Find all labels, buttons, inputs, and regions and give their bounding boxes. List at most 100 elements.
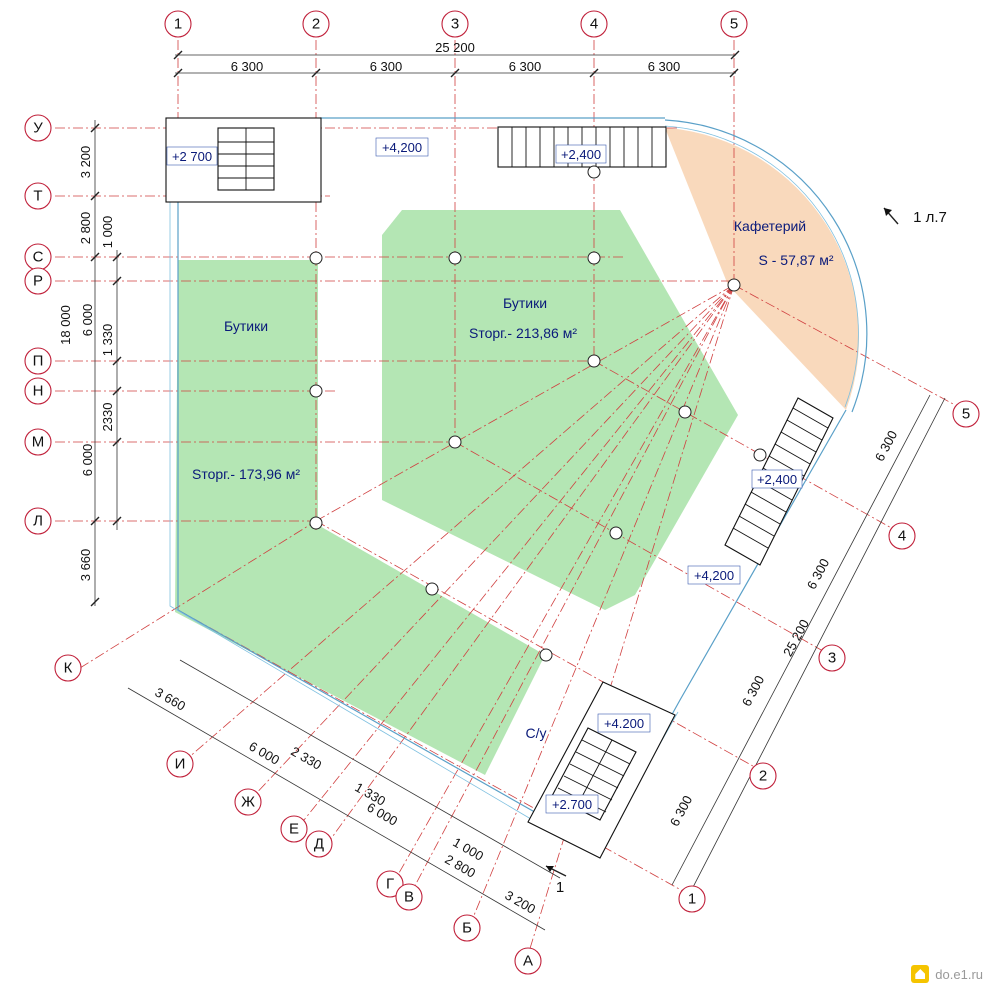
level-mark-1: +2 700	[172, 149, 212, 164]
dim-left-outer-3: 18 000	[58, 305, 73, 345]
level-mark-5: +4,200	[694, 568, 734, 583]
level-mark-3: +2,400	[561, 147, 601, 162]
boutique-left-zone	[175, 260, 545, 775]
level-mark-6: +4.200	[604, 716, 644, 731]
boutique-left-name: Бутики	[224, 318, 268, 334]
svg-text:5: 5	[730, 16, 738, 33]
dim-left-outer-4: 3 660	[78, 549, 93, 582]
wc-label: С/у	[526, 725, 547, 741]
svg-text:М: М	[32, 434, 45, 451]
axis-bubble-У: У	[24, 114, 52, 142]
svg-text:П: П	[33, 353, 44, 370]
section-mark-upper-label: 1 л.7	[913, 209, 947, 226]
axis-bubble-П: П	[24, 347, 52, 375]
svg-text:5: 5	[962, 406, 970, 423]
dim-top-span-3: 6 300	[509, 59, 542, 74]
svg-text:Б: Б	[462, 920, 472, 937]
svg-text:У: У	[33, 120, 43, 137]
level-mark-4: +2,400	[757, 472, 797, 487]
stair-bottom	[527, 681, 676, 859]
boutique-center-zone	[382, 210, 738, 610]
watermark-text: do.e1.ru	[935, 966, 983, 982]
dim-right-span-3: 6 300	[739, 673, 768, 709]
axis-bubbles-top: 1 2 3 4 5	[164, 10, 748, 38]
axis-bubble-М: М	[24, 428, 52, 456]
dim-left-inner-5: 6 000	[80, 444, 95, 477]
axis-bubble-Р: Р	[24, 267, 52, 295]
axis-bubble-Б: Б	[453, 914, 481, 942]
svg-text:Р: Р	[33, 273, 43, 290]
section-mark-lower-label: 1	[556, 879, 564, 896]
svg-text:Е: Е	[289, 821, 299, 838]
axis-bubble-Т: Т	[24, 182, 52, 210]
axis-bubbles-left: У Т С Р П Н М Л К	[24, 114, 82, 682]
cafe-area: S - 57,87 м²	[759, 252, 834, 268]
dim-right-total: 25 200	[780, 617, 812, 659]
axis-bubble-К: К	[54, 654, 82, 682]
svg-text:Д: Д	[314, 836, 324, 853]
svg-text:2: 2	[312, 16, 320, 33]
level-mark-2: +4,200	[382, 140, 422, 155]
dim-left-inner-2: 6 000	[80, 304, 95, 337]
dim-right-span-2: 6 300	[804, 556, 833, 592]
svg-text:Л: Л	[33, 513, 43, 530]
section-mark-upper: 1 л.7	[883, 207, 947, 226]
axis-bubble-Д: Д	[305, 830, 333, 858]
axis-bubble-diag-3: 3	[818, 644, 846, 672]
svg-text:1: 1	[688, 891, 696, 908]
svg-text:3: 3	[451, 16, 459, 33]
axis-bubble-Е: Е	[280, 815, 308, 843]
boutique-center-area: Sторг.- 213,86 м²	[469, 325, 577, 341]
svg-text:1: 1	[174, 16, 182, 33]
svg-text:И: И	[175, 756, 186, 773]
axis-bubble-Г: Г	[376, 870, 404, 898]
axis-bubble-4: 4	[580, 10, 608, 38]
dim-top-total: 25 200	[435, 40, 475, 55]
room-labels: Бутики Sторг.- 173,96 м² Бутики Sторг.- …	[192, 218, 834, 741]
svg-text:2: 2	[759, 768, 767, 785]
svg-text:А: А	[523, 953, 533, 970]
axis-bubble-Ж: Ж	[234, 788, 262, 816]
dim-left-inner-4: 2330	[100, 403, 115, 432]
dim-bottom-3: 2 330	[288, 743, 324, 772]
dim-top-span-1: 6 300	[231, 59, 264, 74]
svg-text:В: В	[404, 889, 414, 906]
svg-text:3: 3	[828, 650, 836, 667]
dim-left-outer-1: 3 200	[78, 146, 93, 179]
axis-bubble-2: 2	[302, 10, 330, 38]
dim-left-inner-3: 1 330	[100, 324, 115, 357]
columns	[309, 165, 767, 662]
axis-bubble-5: 5	[720, 10, 748, 38]
site-logo-icon	[911, 965, 930, 983]
svg-text:4: 4	[590, 16, 598, 33]
boutique-center-name: Бутики	[503, 295, 547, 311]
axis-bubble-И: И	[166, 750, 194, 778]
dim-bottom-8: 3 200	[502, 887, 538, 916]
axis-bubble-diag-2: 2	[749, 762, 777, 790]
axis-bubble-С: С	[24, 243, 52, 271]
dim-bottom-1: 3 660	[152, 684, 188, 713]
grid-lines	[55, 40, 956, 956]
dim-left-outer-2: 2 800	[78, 212, 93, 245]
dimension-top: 25 200 6 300 6 300 6 300 6 300	[173, 40, 740, 78]
axis-bubble-Л: Л	[24, 507, 52, 535]
axis-bubble-diag-4: 4	[888, 522, 916, 550]
svg-text:Н: Н	[33, 383, 44, 400]
svg-text:Г: Г	[386, 876, 394, 893]
axis-bubble-А: А	[514, 947, 542, 975]
axis-bubble-Н: Н	[24, 377, 52, 405]
axis-bubble-3: 3	[441, 10, 469, 38]
dim-right-span-1: 6 300	[872, 428, 901, 464]
dim-left-inner-1: 1 000	[100, 216, 115, 249]
section-mark-lower: 1	[545, 865, 567, 896]
dim-top-span-2: 6 300	[370, 59, 403, 74]
svg-text:Ж: Ж	[241, 794, 255, 811]
dim-top-span-4: 6 300	[648, 59, 681, 74]
zones	[175, 128, 860, 775]
axis-bubbles-diag-numbers: 5 4 3 2 1	[678, 400, 980, 913]
svg-text:К: К	[64, 660, 73, 677]
axis-bubble-1: 1	[164, 10, 192, 38]
cafe-name: Кафетерий	[734, 218, 806, 234]
boutique-left-area: Sторг.- 173,96 м²	[192, 466, 300, 482]
